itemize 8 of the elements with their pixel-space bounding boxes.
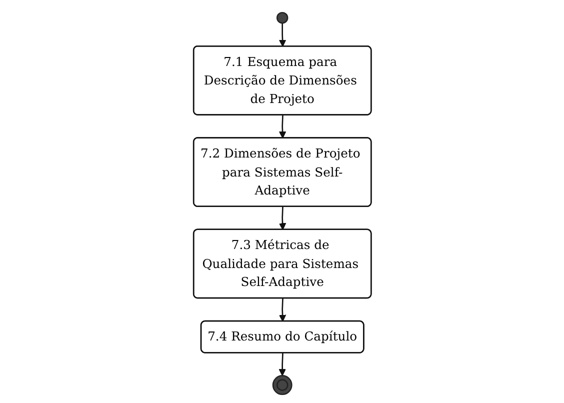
node-circle [276, 12, 288, 24]
arrow [278, 298, 286, 322]
node-circle [272, 375, 292, 396]
arrow [278, 206, 286, 230]
activity-diagram: 7.1 Esquema para Descrição de Dimensões de Projeto 7.2 Dimensões de Projeto para Sistemas Self-Adaptive 7.3 Métricas de Qualidade para Sistemas Self-Adaptive 7.4 Resumo do Capítulo [186, 2, 378, 401]
arrow [278, 353, 286, 376]
arrow [278, 23, 286, 47]
arrow [278, 115, 286, 138]
